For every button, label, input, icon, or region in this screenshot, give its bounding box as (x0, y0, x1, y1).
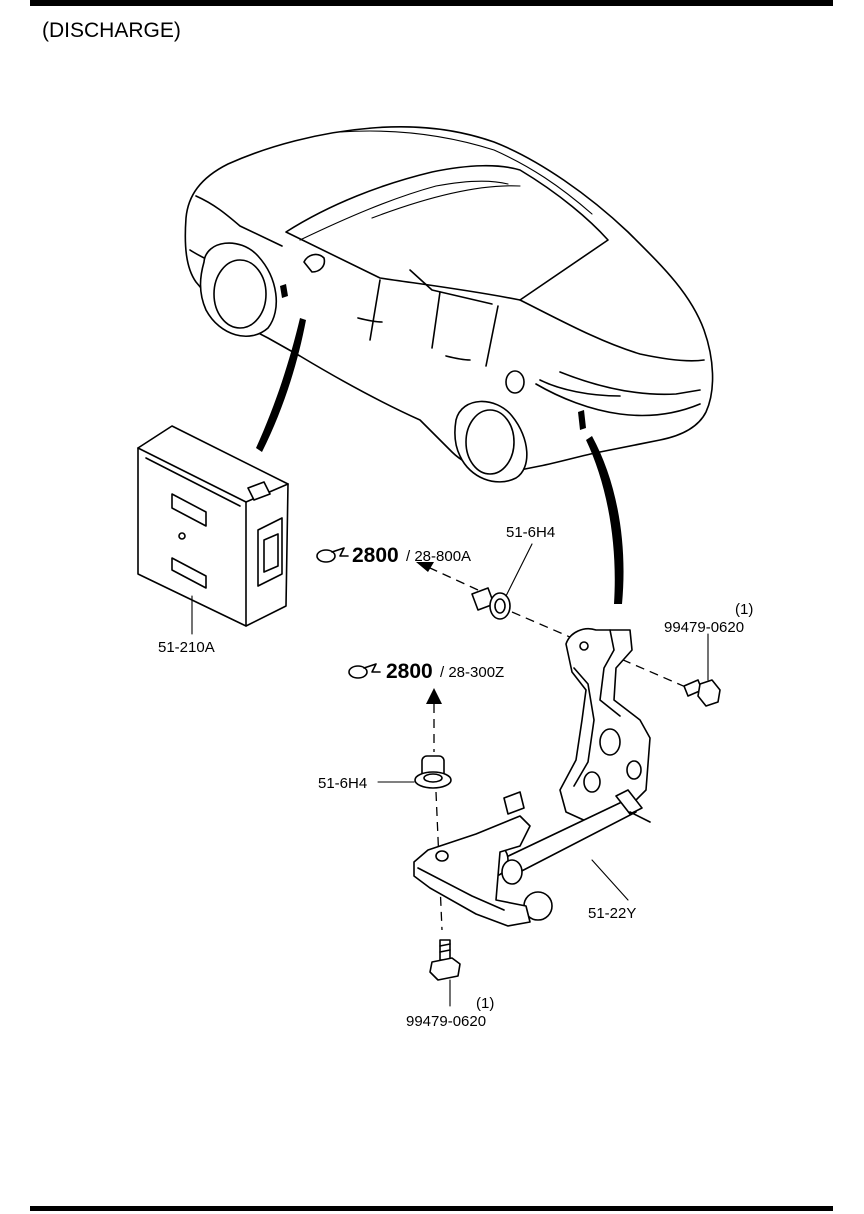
reference-arrow-icon (316, 547, 349, 563)
part-clip-lower-label: 51-6H4 (318, 775, 367, 792)
leader-clip-upper (505, 543, 533, 597)
bottom-border (30, 1206, 833, 1211)
reference-2-arrowhead (426, 688, 442, 704)
page-title: (DISCHARGE) (42, 19, 181, 42)
reference-arrow-icon-2 (348, 663, 381, 679)
leader-module (256, 318, 306, 452)
part-bolt-lower-number: 99479-0620 (406, 1013, 486, 1030)
part-bracket-label: 51-22Y (588, 905, 636, 922)
grommet-lower-icon (414, 755, 452, 789)
part-bolt-upper-qty: (1) (735, 601, 753, 618)
top-border (30, 0, 833, 6)
leader-bracket (586, 436, 624, 604)
bolt-lower-icon (429, 939, 461, 981)
sensor-bracket-icon (413, 628, 651, 927)
part-module-label: 51-210A (158, 639, 215, 656)
grommet-upper-icon (471, 587, 511, 620)
reference-2-page[interactable]: 2800 (386, 660, 433, 683)
part-clip-upper-label: 51-6H4 (506, 524, 555, 541)
reference-1-dashline (429, 567, 479, 591)
reference-1-code: / 28-800A (406, 548, 471, 565)
control-module-icon (137, 425, 289, 627)
assembly-axis-lower (435, 791, 443, 931)
part-bolt-lower-qty: (1) (476, 995, 494, 1012)
reference-1-page[interactable]: 2800 (352, 544, 399, 567)
reference-2-code: / 28-300Z (440, 664, 504, 681)
car-icon (184, 126, 714, 483)
part-bolt-upper-number: 99479-0620 (664, 619, 744, 636)
reference-1-arrowhead (416, 562, 434, 572)
bolt-upper-icon (683, 679, 721, 707)
leader-bracket-label (591, 859, 629, 901)
